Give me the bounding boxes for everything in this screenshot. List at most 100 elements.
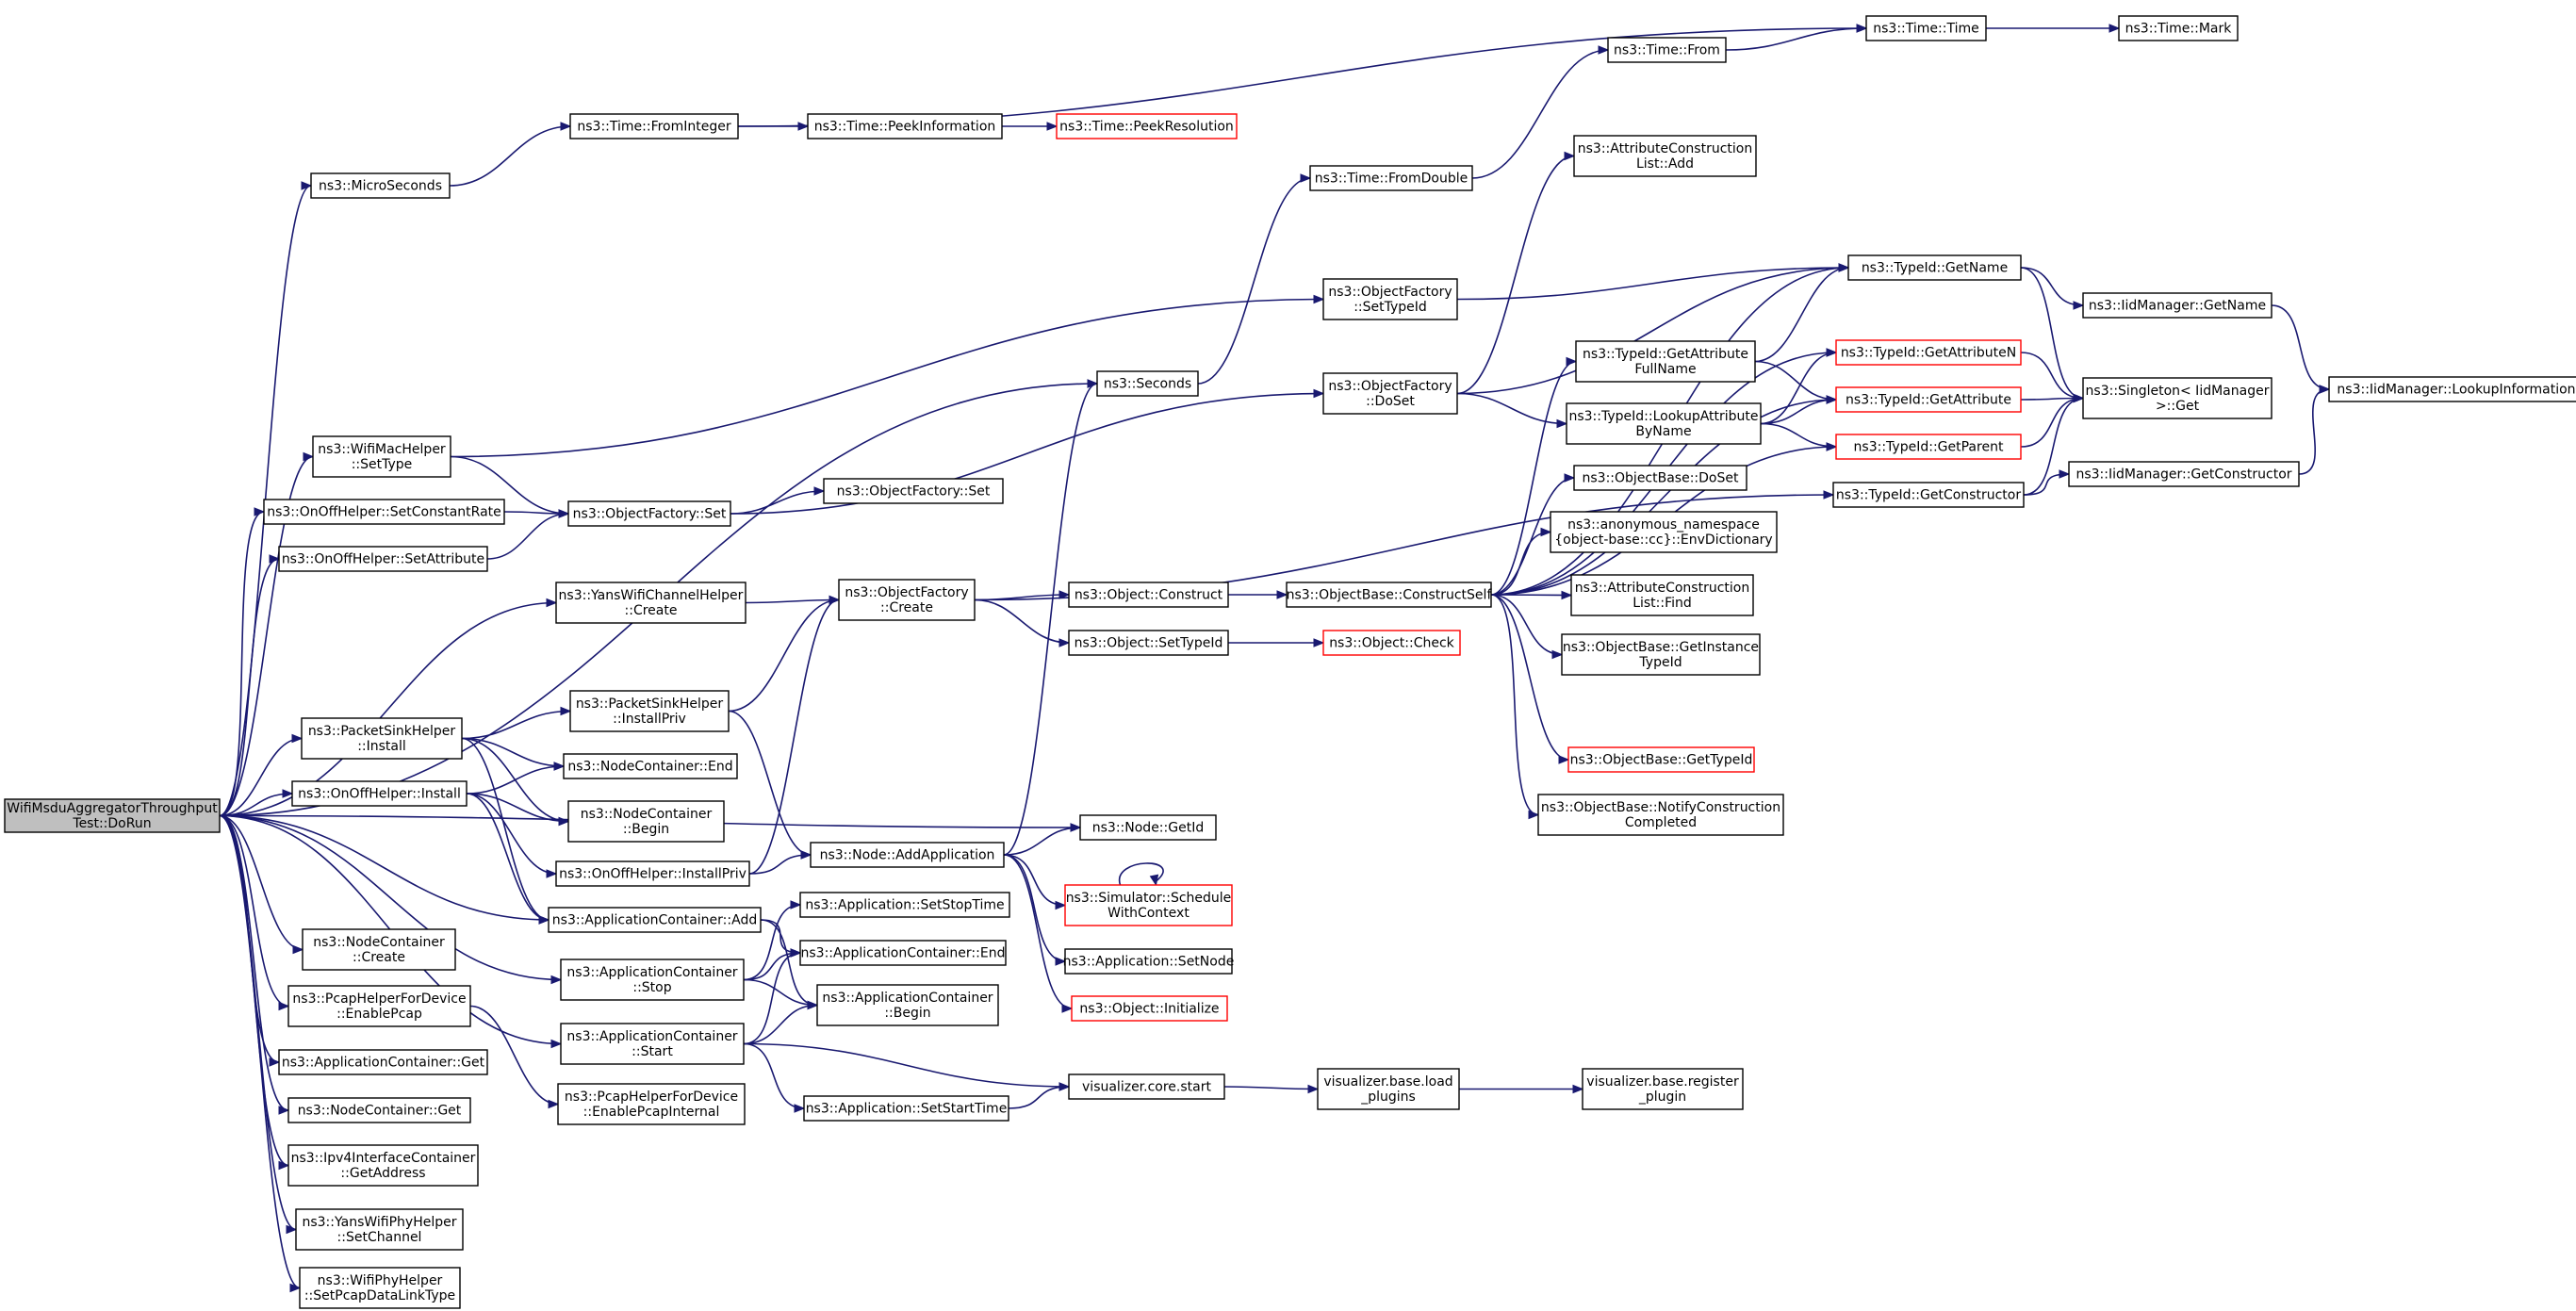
node-iidgetcons[interactable]: ns3::IidManager::GetConstructor	[2068, 461, 2300, 487]
node-getconstructor[interactable]: ns3::TypeId::GetConstructor	[1832, 482, 2025, 508]
node-objconstruct[interactable]: ns3::Object::Construct	[1068, 582, 1229, 608]
node-box-getname[interactable]	[1847, 254, 2022, 281]
node-appcbegin[interactable]: ns3::ApplicationContainer::Begin	[816, 984, 999, 1026]
node-getattrn[interactable]: ns3::TypeId::GetAttributeN	[1835, 339, 2022, 366]
node-box-vizload[interactable]	[1317, 1068, 1460, 1110]
node-pcapinternal[interactable]: ns3::PcapHelperForDevice::EnablePcapInte…	[557, 1083, 746, 1125]
node-box-getattr[interactable]	[1835, 386, 2022, 413]
node-box-fromdouble[interactable]	[1309, 165, 1473, 191]
node-box-objcheck[interactable]	[1322, 630, 1461, 656]
node-box-setconstrate[interactable]	[263, 499, 505, 525]
node-box-root[interactable]	[4, 798, 221, 833]
node-box-appcend[interactable]	[799, 940, 1007, 966]
node-box-ofsettypeid[interactable]	[1322, 278, 1458, 320]
node-psinstall[interactable]: ns3::PacketSinkHelper::Install	[301, 717, 463, 760]
node-box-notifycons[interactable]	[1537, 794, 1784, 836]
node-box-iidgetcons[interactable]	[2068, 461, 2300, 487]
node-box-timemark[interactable]	[2118, 15, 2239, 41]
node-ofset2[interactable]: ns3::ObjectFactory::Set	[823, 478, 1004, 504]
node-yanschcreate[interactable]: ns3::YansWifiChannelHelper::Create	[555, 582, 747, 624]
node-box-ncbegin[interactable]	[567, 800, 725, 843]
node-notifycons[interactable]: ns3::ObjectBase::NotifyConstructionCompl…	[1537, 794, 1784, 836]
node-box-getconstructor[interactable]	[1832, 482, 2025, 508]
node-peekinfo[interactable]: ns3::Time::PeekInformation	[807, 113, 1003, 139]
node-fromint[interactable]: ns3::Time::FromInteger	[569, 113, 739, 139]
node-box-onoffinstallpriv[interactable]	[555, 860, 750, 887]
node-micro[interactable]: ns3::MicroSeconds	[310, 172, 451, 199]
node-box-appcadd[interactable]	[548, 907, 762, 933]
node-box-psinstallpriv[interactable]	[569, 690, 730, 732]
node-box-ofset1[interactable]	[567, 500, 731, 527]
node-box-iidgetname[interactable]	[2082, 292, 2272, 319]
node-ipv4getaddr[interactable]: ns3::Ipv4InterfaceContainer::GetAddress	[287, 1144, 479, 1187]
node-ofdoset[interactable]: ns3::ObjectFactory::DoSet	[1322, 372, 1458, 415]
node-box-aclfind[interactable]	[1570, 574, 1754, 616]
node-box-nodegetid[interactable]	[1079, 814, 1217, 841]
node-yansphysetch[interactable]: ns3::YansWifiPhyHelper::SetChannel	[295, 1208, 464, 1251]
node-box-obgettypeid[interactable]	[1567, 746, 1755, 773]
node-box-ipv4getaddr[interactable]	[287, 1144, 479, 1187]
node-pcapenable[interactable]: ns3::PcapHelperForDevice::EnablePcap	[287, 985, 471, 1027]
node-getattr[interactable]: ns3::TypeId::GetAttribute	[1835, 386, 2022, 413]
node-fromdouble[interactable]: ns3::Time::FromDouble	[1309, 165, 1473, 191]
node-ofcreate[interactable]: ns3::ObjectFactory::Create	[838, 579, 976, 621]
node-box-envdict[interactable]	[1550, 511, 1778, 553]
node-appcstop[interactable]: ns3::ApplicationContainer::Stop	[560, 959, 745, 1001]
node-box-setstarttime[interactable]	[803, 1095, 1009, 1122]
node-box-yanschcreate[interactable]	[555, 582, 747, 624]
node-addapp[interactable]: ns3::Node::AddApplication	[810, 842, 1005, 868]
node-box-onoffsetattr[interactable]	[278, 546, 488, 572]
node-box-timefrom[interactable]	[1607, 37, 1727, 63]
node-box-peekinfo[interactable]	[807, 113, 1003, 139]
node-box-timetime[interactable]	[1865, 15, 1987, 41]
node-box-nccreate[interactable]	[302, 928, 456, 971]
node-iidgetname[interactable]: ns3::IidManager::GetName	[2082, 292, 2272, 319]
node-nodegetid[interactable]: ns3::Node::GetId	[1079, 814, 1217, 841]
node-timemark[interactable]: ns3::Time::Mark	[2118, 15, 2239, 41]
node-obdoset[interactable]: ns3::ObjectBase::DoSet	[1573, 465, 1747, 491]
node-obgettypeid[interactable]: ns3::ObjectBase::GetTypeId	[1567, 746, 1755, 773]
node-setstarttime[interactable]: ns3::Application::SetStartTime	[803, 1095, 1009, 1122]
node-onoffinstall[interactable]: ns3::OnOffHelper::Install	[291, 780, 468, 807]
node-box-objsettypeid[interactable]	[1068, 630, 1229, 656]
node-box-pcapenable[interactable]	[287, 985, 471, 1027]
node-box-lookupinfo[interactable]	[2328, 376, 2576, 402]
node-seconds[interactable]: ns3::Seconds	[1096, 370, 1199, 397]
node-box-psinstall[interactable]	[301, 717, 463, 760]
node-ncbegin[interactable]: ns3::NodeContainer::Begin	[567, 800, 725, 843]
node-getparent[interactable]: ns3::TypeId::GetParent	[1835, 434, 2022, 460]
node-box-getattrfull[interactable]	[1575, 340, 1756, 383]
node-box-vizreg[interactable]	[1582, 1068, 1744, 1110]
node-box-onoffinstall[interactable]	[291, 780, 468, 807]
node-ncget[interactable]: ns3::NodeContainer::Get	[287, 1097, 471, 1123]
node-box-appcbegin[interactable]	[816, 984, 999, 1026]
node-ofsettypeid[interactable]: ns3::ObjectFactory::SetTypeId	[1322, 278, 1458, 320]
node-wifimacset[interactable]: ns3::WifiMacHelper::SetType	[312, 435, 451, 478]
node-ofset1[interactable]: ns3::ObjectFactory::Set	[567, 500, 731, 527]
node-box-objinit[interactable]	[1071, 995, 1228, 1022]
node-envdict[interactable]: ns3::anonymous_namespace{object-base::cc…	[1550, 511, 1778, 553]
node-box-appcstop[interactable]	[560, 959, 745, 1001]
node-setstoptime[interactable]: ns3::Application::SetStopTime	[799, 892, 1010, 918]
node-box-objconstruct[interactable]	[1068, 582, 1229, 608]
node-objcheck[interactable]: ns3::Object::Check	[1322, 630, 1461, 656]
node-setconstrate[interactable]: ns3::OnOffHelper::SetConstantRate	[263, 499, 505, 525]
node-onoffsetattr[interactable]: ns3::OnOffHelper::SetAttribute	[278, 546, 488, 572]
node-onoffinstallpriv[interactable]: ns3::OnOffHelper::InstallPriv	[555, 860, 750, 887]
node-appcget[interactable]: ns3::ApplicationContainer::Get	[278, 1049, 488, 1075]
node-psinstallpriv[interactable]: ns3::PacketSinkHelper::InstallPriv	[569, 690, 730, 732]
node-box-ofset2[interactable]	[823, 478, 1004, 504]
node-ncend[interactable]: ns3::NodeContainer::End	[563, 753, 738, 779]
node-box-wifimacset[interactable]	[312, 435, 451, 478]
node-box-setstoptime[interactable]	[799, 892, 1010, 918]
node-box-peekres[interactable]	[1056, 113, 1238, 139]
node-box-micro[interactable]	[310, 172, 451, 199]
node-box-singleton[interactable]	[2082, 377, 2272, 419]
node-timefrom[interactable]: ns3::Time::From	[1607, 37, 1727, 63]
node-box-appcget[interactable]	[278, 1049, 488, 1075]
node-appsetnode[interactable]: ns3::Application::SetNode	[1063, 948, 1235, 975]
